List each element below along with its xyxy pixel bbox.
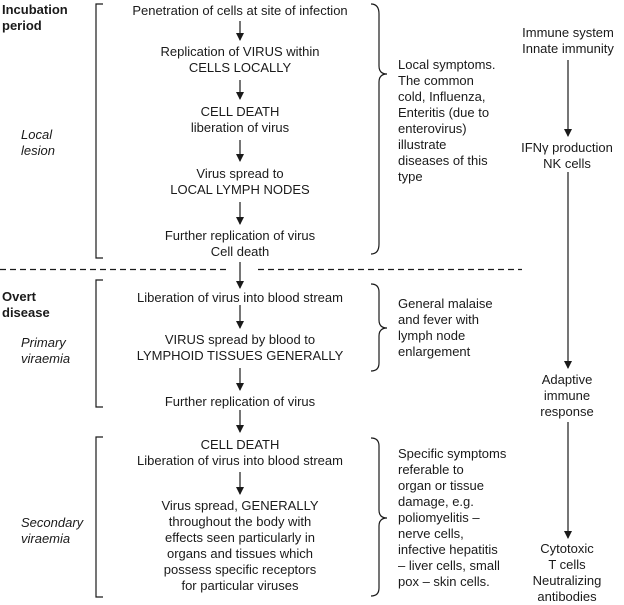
brace-local <box>370 3 388 255</box>
brace-specific <box>370 437 388 597</box>
step-further-replication-2: Further replication of virus <box>164 394 316 409</box>
bracket-incubation-left <box>95 3 103 259</box>
bracket-primary-left <box>95 279 103 408</box>
brace-general <box>370 283 388 372</box>
step-blood-liberation: Liberation of virus into blood stream <box>137 290 343 305</box>
step-penetration: Penetration of cells at site of infectio… <box>132 3 348 18</box>
bracket-secondary-left <box>95 436 103 598</box>
